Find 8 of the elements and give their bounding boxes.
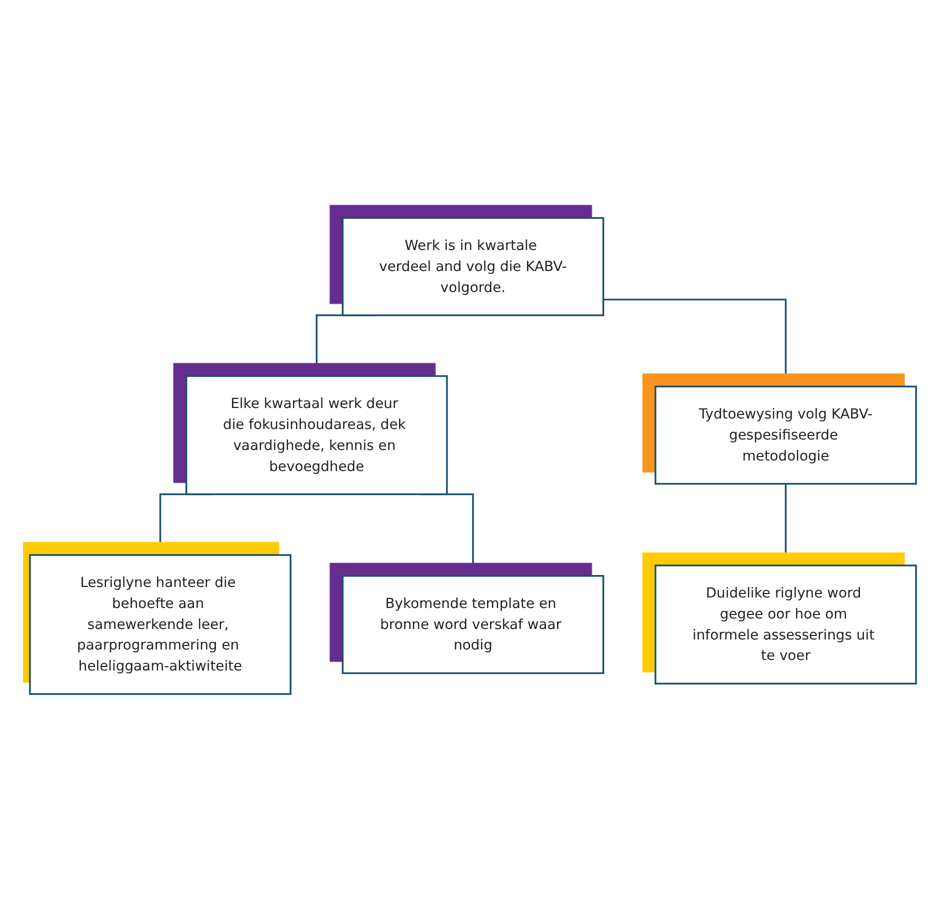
node-box: Werk is in kwartale verdeel and volg die KABV-volgorde.	[342, 217, 604, 316]
node-box: Lesriglyne hanteer die behoefte aan samewerkende leer, paarprogrammering en heleliggaam-aktiwiteite	[29, 554, 292, 695]
node-box: Bykomende template en bronne word verskaf waar nodig	[342, 575, 604, 674]
connector	[603, 298, 787, 386]
node-box: Tydtoewysing volg KABV-gespesifiseerde metodologie	[654, 386, 917, 485]
node-box: Elke kwartaal werk deur die fokusinhoudareas, dek vaardighede, kennis en bevoegdhede	[185, 375, 448, 496]
node-box: Duidelike riglyne word gegee oor hoe om informele assesserings uit te voer	[654, 564, 917, 684]
connector	[784, 482, 787, 566]
